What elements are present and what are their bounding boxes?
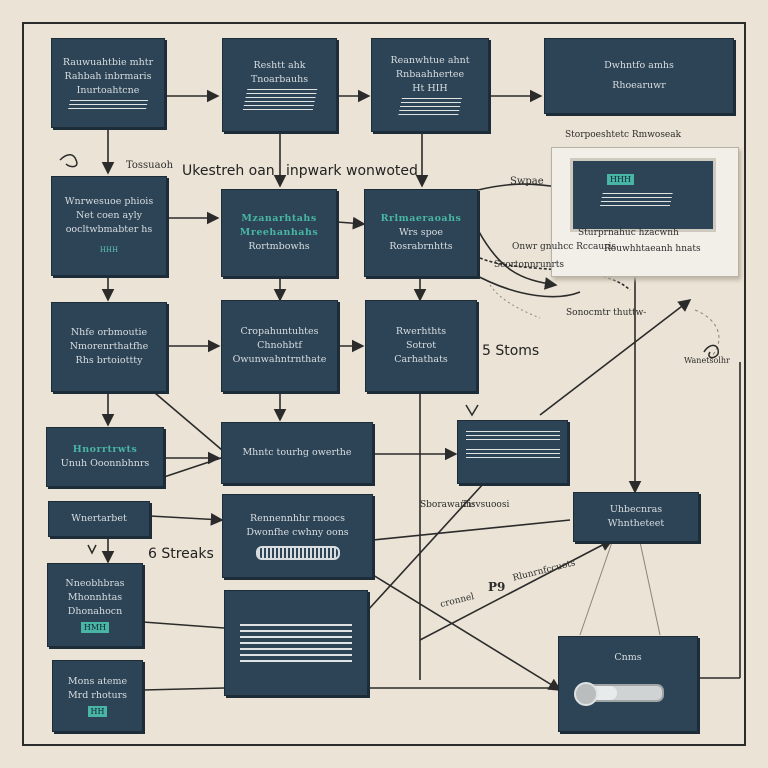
node-r6c1-line3: Dhonahocn: [67, 606, 123, 617]
annotation-9: Sborawanh:: [420, 500, 475, 510]
monitor-screen: HHH: [570, 158, 716, 232]
node-r3c1-line1: Nhfe orbmoutie: [70, 327, 148, 338]
node-r5c1-line1: Wnertarbet: [71, 513, 127, 524]
node-r1c2[interactable]: Reshtt ahk Tnoarbauhs: [222, 38, 337, 132]
annotation-13: Wanetsolhr: [684, 356, 730, 365]
annotation-1: Tossuaoh: [126, 160, 174, 171]
node-r1c3-stripes: [398, 98, 462, 116]
node-r1c4-line2: Rhoearuwr: [612, 80, 666, 91]
header-note-right: inpwark wonwoted: [286, 163, 418, 179]
node-r4c3-stripes-1: [465, 431, 560, 443]
node-r5c2-bar: [255, 546, 340, 560]
annotation-p9: P9: [488, 580, 506, 594]
node-r1c3-line2: Rnbaahhertee: [395, 69, 465, 80]
label-streams-5: 5 Stoms: [482, 343, 540, 359]
node-r4c2-line1: Mhntc tourhg owerthe: [242, 447, 352, 458]
node-r2c1-line3: oocltwbmabter hs: [65, 224, 153, 235]
progress-knob[interactable]: [574, 682, 598, 706]
node-r6c1-badge: HMH: [80, 622, 110, 633]
node-r1c1-stripes: [67, 100, 149, 110]
node-r3c1-line2: Nmorenrthatfhe: [69, 341, 149, 352]
node-r3c1-line3: Rhs brtoiottty: [75, 355, 143, 366]
monitor-graphic: HHH: [551, 147, 739, 277]
node-r5c2-line2: Dwonfhe cwhny oons: [246, 527, 349, 538]
node-r3c2-line2: Chnohbtf: [257, 340, 302, 351]
node-r2c1-badge: HHH: [99, 246, 119, 254]
node-r1c2-line2: Tnoarbauhs: [250, 74, 309, 85]
node-r4c2[interactable]: Mhntc tourhg owerthe: [221, 422, 373, 484]
node-r5c4-line1: Uhbecnras: [609, 504, 663, 515]
node-r1c3-line1: Reanwhtue ahnt: [390, 55, 470, 66]
annotation-3: Storpoeshtetc Rmwoseak: [565, 130, 682, 140]
node-r7c4-line1: Cnms: [614, 652, 642, 663]
node-r1c2-stripes: [242, 89, 317, 111]
node-r2c1[interactable]: Wnrwesuoe phiois Net coen ayly oocltwbma…: [51, 176, 167, 276]
node-r3c2-line3: Owunwahntrnthate: [232, 354, 327, 365]
node-r2c3[interactable]: Rrlmaeraoahs Wrs spoe Rosrabrnhtts: [364, 189, 478, 277]
node-r4c1[interactable]: Hnorrtrwts Unuh Ooonnbhnrs: [46, 427, 164, 487]
node-r5c1[interactable]: Wnertarbet: [48, 501, 150, 537]
node-r1c3[interactable]: Reanwhtue ahnt Rnbaahhertee Ht HIH: [371, 38, 489, 132]
annotation-5: Onwr gnuhcc Rccauris: [512, 242, 616, 252]
annotation-7: Rouwhhtaeanh hnats: [604, 244, 701, 254]
node-r4c1-line1: Hnorrtrwts: [72, 444, 138, 455]
monitor-stripes: [599, 193, 673, 209]
node-r5c2[interactable]: Rennennhhr rnoocs Dwonfhe cwhny oons: [222, 494, 373, 578]
node-r5c2-line1: Rennennhhr rnoocs: [250, 513, 345, 524]
node-r2c3-line1: Rrlmaeraoahs: [380, 213, 462, 224]
node-r7c1-line2: Mrd rhoturs: [67, 690, 128, 701]
node-r2c1-line2: Net coen ayly: [75, 210, 142, 221]
node-r1c4[interactable]: Dwhntfo amhs Rhoearuwr: [544, 38, 734, 114]
node-r6c1-line1: Nneobhbras: [65, 578, 125, 589]
node-r3c1[interactable]: Nhfe orbmoutie Nmorenrthatfhe Rhs brtoio…: [51, 302, 167, 392]
node-r6c2-list[interactable]: [224, 590, 368, 696]
node-r6c1-line2: Mhonnhtas: [67, 592, 123, 603]
annotation-2: Swpae: [510, 176, 544, 187]
node-r1c1-line3: Inurtoahtcne: [76, 85, 140, 96]
node-r2c3-line2: Wrs spoe: [398, 227, 444, 238]
node-r3c3-line3: Carhathats: [394, 354, 448, 365]
node-r1c3-line3: Ht HIH: [412, 83, 448, 94]
annotation-10: Tisvsuoosi: [462, 500, 510, 510]
node-r5c4-line2: Whntheteet: [607, 518, 665, 529]
node-r4c1-line2: Unuh Ooonnbhnrs: [60, 458, 150, 469]
annotation-8: Sonocmtr thuttw-: [566, 308, 647, 318]
node-r1c1-line1: Rauwuahtbie mhtr: [62, 57, 154, 68]
annotation-6: Scortonnrunrts: [494, 260, 564, 270]
monitor-badge: HHH: [607, 174, 634, 185]
node-r1c2-line1: Reshtt ahk: [253, 60, 306, 71]
node-r3c3[interactable]: Rwerhthts Sotrot Carhathats: [365, 300, 477, 392]
node-r5c4[interactable]: Uhbecnras Whntheteet: [573, 492, 699, 542]
node-r4c3-stripes-2: [465, 449, 560, 461]
node-r7c1-badge: HH: [87, 706, 108, 717]
node-r2c2-line2: Mreehanhahs: [239, 227, 319, 238]
node-r7c1-line1: Mons ateme: [67, 676, 128, 687]
diagram-frame: [22, 22, 746, 746]
node-r3c3-line2: Sotrot: [405, 340, 437, 351]
label-streaks-6: 6 Streaks: [148, 546, 214, 562]
node-r2c2-line3: Rortmbowhs: [248, 241, 310, 252]
node-r6c2-stripes: [240, 624, 352, 664]
node-r1c4-line1: Dwhntfo amhs: [604, 60, 674, 71]
node-r2c2[interactable]: Mzanarhtahs Mreehanhahs Rortmbowhs: [221, 189, 337, 277]
node-r3c2[interactable]: Cropahuntuhtes Chnohbtf Owunwahntrnthate: [221, 300, 338, 392]
node-r4c3-list[interactable]: [457, 420, 568, 484]
node-r2c3-line3: Rosrabrnhtts: [389, 241, 453, 252]
node-r3c3-line1: Rwerhthts: [395, 326, 447, 337]
header-note-left: Ukestreh oan: [182, 163, 275, 179]
node-r7c1[interactable]: Mons ateme Mrd rhoturs HH: [52, 660, 143, 732]
annotation-4: Sturprnahuc hzacwnh: [578, 228, 679, 238]
node-r3c2-line1: Cropahuntuhtes: [240, 326, 319, 337]
node-r2c2-line1: Mzanarhtahs: [241, 213, 317, 224]
node-r6c1[interactable]: Nneobhbras Mhonnhtas Dhonahocn HMH: [47, 563, 143, 647]
node-r2c1-line1: Wnrwesuoe phiois: [64, 196, 154, 207]
node-r1c1[interactable]: Rauwuahtbie mhtr Rahbah inbrmaris Inurto…: [51, 38, 165, 128]
node-r1c1-line2: Rahbah inbrmaris: [64, 71, 152, 82]
